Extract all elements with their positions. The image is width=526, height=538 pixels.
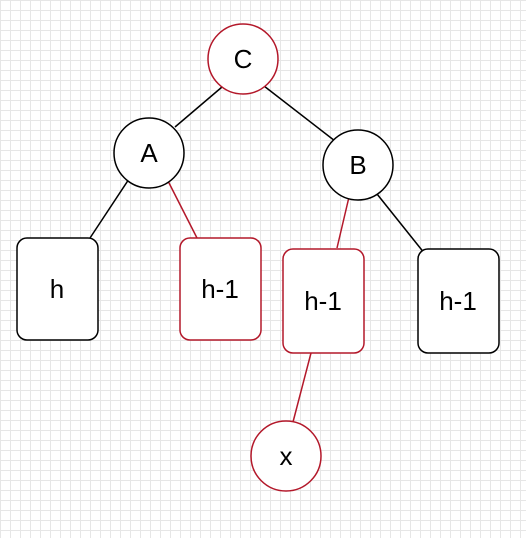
node-a: A [113,117,185,189]
node-h1-b-left-box [282,248,365,354]
node-h1-a-label: h-1 [201,274,239,304]
node-h1-b-left-label: h-1 [304,286,342,316]
node-h1-b-right-label: h-1 [439,286,477,316]
node-x-label: x [280,441,293,471]
edge-c-b [263,85,336,142]
node-c-circle [207,23,279,95]
edges [89,85,426,423]
node-a-circle [113,117,185,189]
node-h-left-label: h [50,274,64,304]
node-c: C [207,23,279,95]
node-h1-b-right: h-1 [417,248,500,354]
node-h-left-box [16,237,99,341]
edge-b-h1-right [376,193,426,255]
edge-h1-x [292,352,312,423]
node-a-label: A [140,138,158,168]
node-x: x [250,420,322,492]
edge-b-h1-left [336,196,350,249]
edge-c-a [174,86,223,128]
node-h-left: h [16,237,99,341]
node-h1-b-left: h-1 [282,248,365,354]
node-b: B [322,129,394,201]
node-b-label: B [349,150,366,180]
node-h1-b-right-box [417,248,500,354]
node-c-label: C [234,44,253,74]
node-x-circle [250,420,322,492]
edge-a-h [89,178,130,239]
node-h1-a-box [179,237,262,341]
node-h1-a: h-1 [179,237,262,341]
node-b-circle [322,129,394,201]
edge-a-h1 [166,178,198,239]
